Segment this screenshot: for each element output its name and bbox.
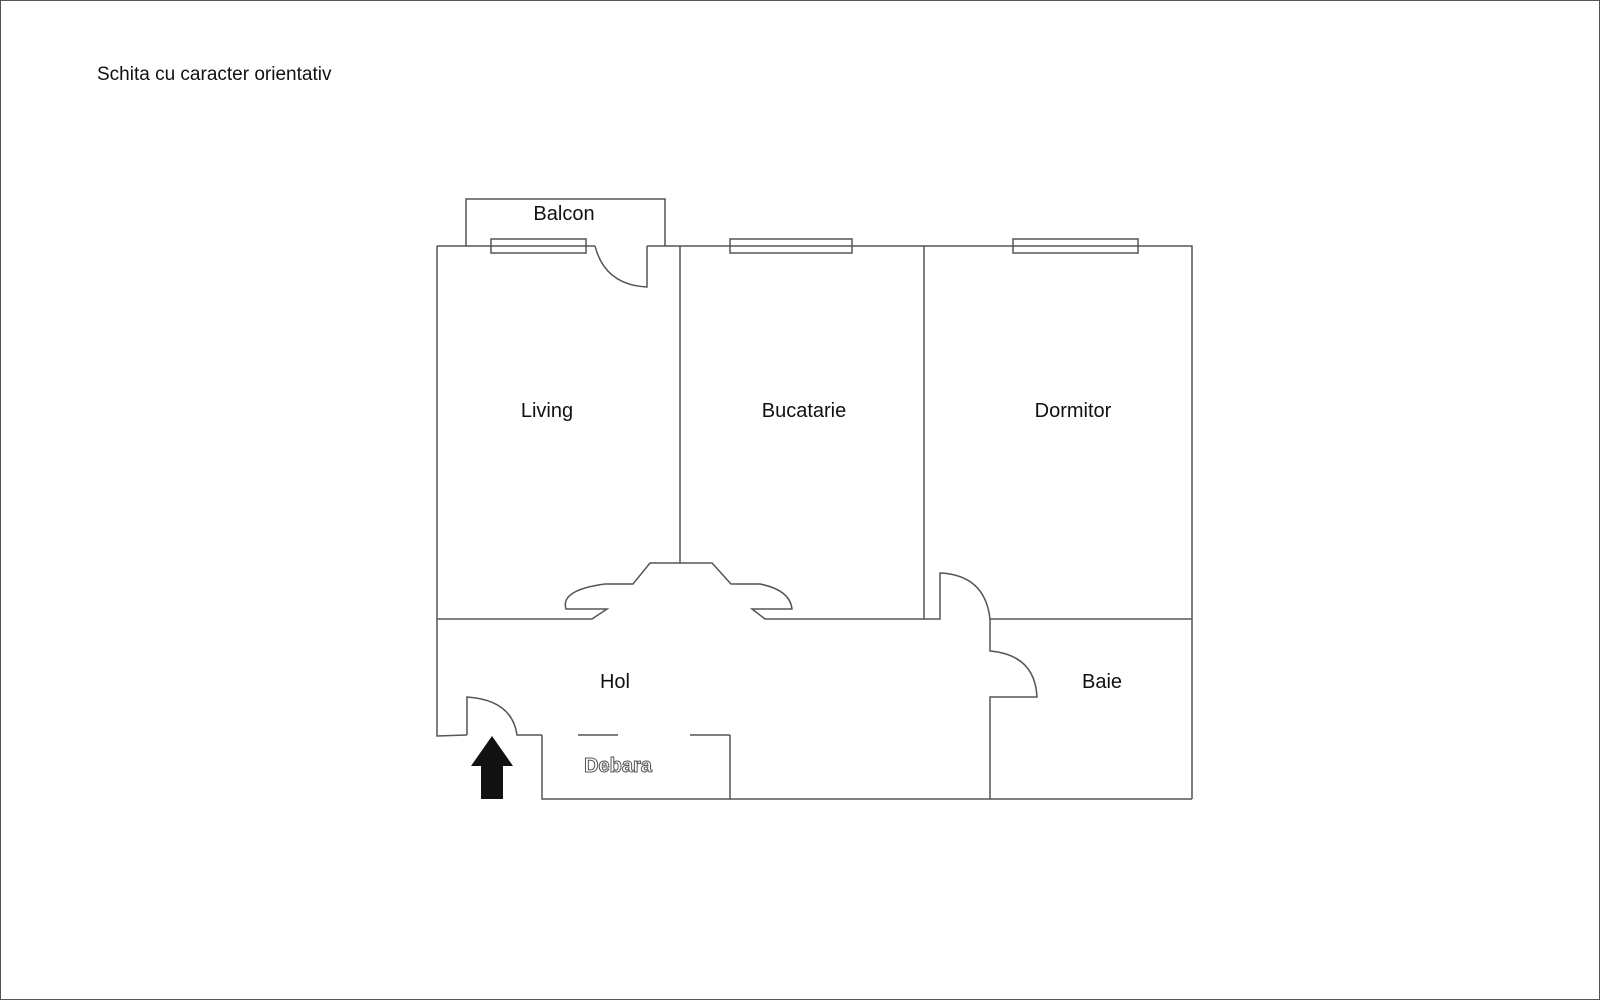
room-label-balcon: Balcon [533, 203, 595, 225]
bathroom-door [989, 619, 1038, 799]
outer-wall-top-right [647, 245, 1193, 799]
window-living [490, 238, 587, 254]
bedroom-door [924, 572, 1192, 620]
window-kitchen [729, 238, 853, 254]
room-label-baie: Baie [1081, 671, 1123, 693]
room-label-bucatarie: Bucatarie [761, 400, 847, 422]
room-label-living: Living [520, 400, 574, 422]
balcony-door [594, 245, 648, 288]
balcony-wall [465, 198, 666, 246]
entrance-door [466, 696, 542, 736]
caption: Schita cu caracter orientativ [97, 64, 332, 85]
debara-wall [541, 735, 731, 800]
room-label-debara: Debara [584, 755, 653, 778]
room-label-dormitor: Dormitor [1034, 400, 1112, 422]
window-bedroom [1012, 238, 1139, 254]
room-label-hol: Hol [599, 671, 631, 693]
outer-wall-left [436, 246, 468, 737]
entrance-arrow-icon [471, 736, 513, 799]
double-door [437, 562, 924, 620]
